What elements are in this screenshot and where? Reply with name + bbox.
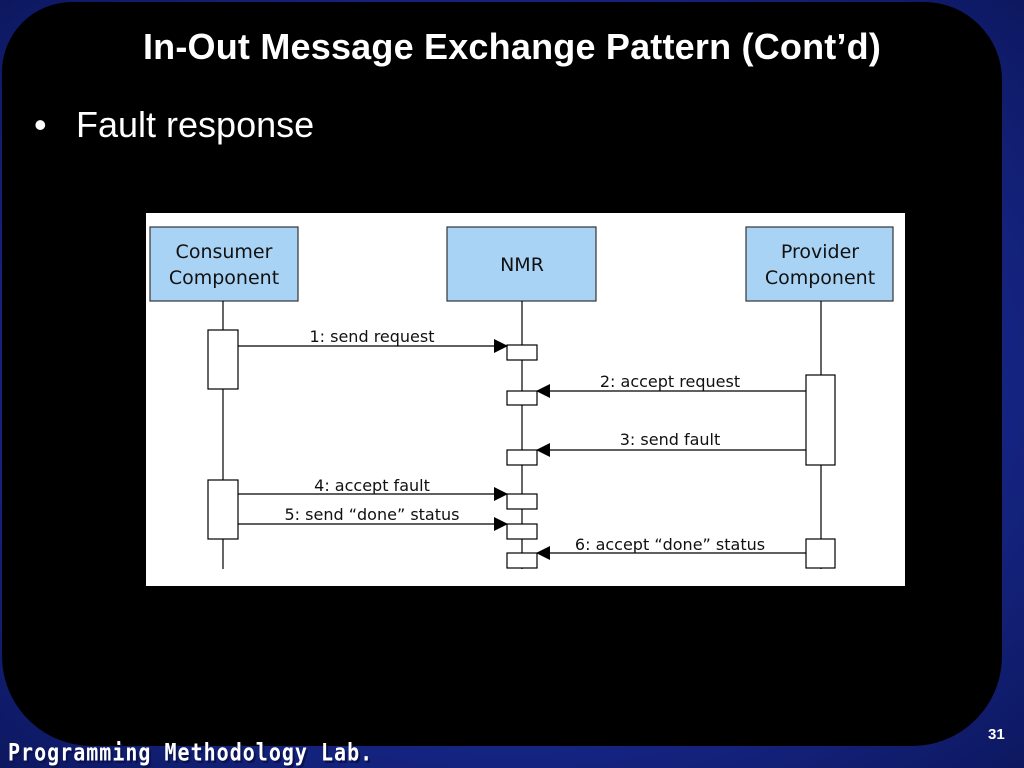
participant-consumer-line1: Consumer: [176, 241, 273, 263]
activation-nmr-6: [506, 552, 538, 569]
activation-nmr-2: [506, 390, 538, 406]
bullet-item: • Fault response: [34, 104, 314, 146]
message-label-3: 3: send fault: [620, 430, 721, 449]
page-number: 31: [988, 726, 1005, 743]
participant-provider: Provider Component: [745, 226, 894, 302]
sequence-diagram: Consumer Component NMR Provider Componen…: [146, 213, 905, 586]
activation-nmr-3: [506, 449, 538, 466]
message-label-5: 5: send “done” status: [285, 505, 460, 524]
message-label-6: 6: accept “done” status: [575, 535, 765, 554]
activation-provider-2: [805, 538, 836, 569]
participant-nmr: NMR: [446, 226, 597, 302]
slide-title: In-Out Message Exchange Pattern (Cont’d): [142, 26, 882, 67]
message-label-1: 1: send request: [309, 327, 434, 346]
activation-nmr-1: [506, 344, 538, 361]
activation-nmr-5: [506, 523, 538, 540]
activation-consumer-1: [207, 329, 239, 390]
message-label-4: 4: accept fault: [314, 476, 430, 495]
participant-provider-line1: Provider: [781, 241, 859, 263]
activation-nmr-4: [506, 493, 538, 510]
participant-nmr-label: NMR: [500, 254, 544, 276]
activation-consumer-2: [207, 479, 239, 540]
participant-consumer-line2: Component: [169, 267, 279, 289]
message-label-2: 2: accept request: [600, 372, 740, 391]
bullet-text: Fault response: [76, 104, 315, 145]
footer-lab-name: Programming Methodology Lab.: [8, 737, 374, 767]
participant-provider-line2: Component: [765, 267, 875, 289]
bullet-icon: •: [34, 104, 47, 145]
activation-provider-1: [805, 374, 836, 466]
participant-consumer: Consumer Component: [149, 226, 299, 302]
